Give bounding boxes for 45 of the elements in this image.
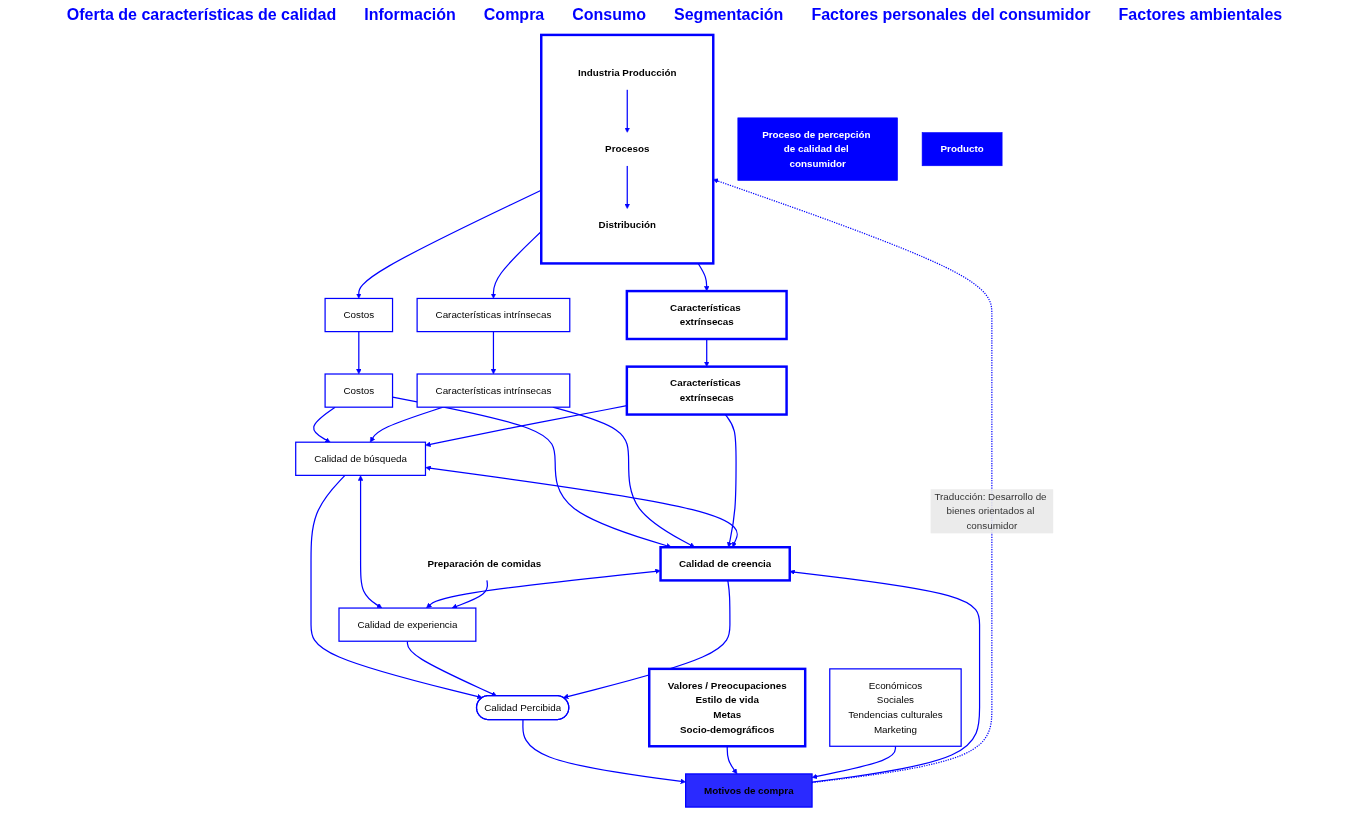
node-text: Procesos	[605, 143, 650, 155]
node-box: Calidad de creencia	[659, 546, 791, 582]
node-box: Características extrínsecas	[625, 289, 788, 341]
arrow	[313, 406, 336, 443]
arrow	[522, 719, 686, 785]
node-box: Características extrínsecas	[625, 365, 788, 416]
node-text: Industria Producción	[578, 67, 677, 78]
node-text: Distribución	[598, 219, 656, 231]
column-heading: Compra	[483, 6, 545, 24]
arrow	[310, 474, 483, 700]
node-box: Económicos Sociales Tendencias culturales Marketing	[829, 668, 962, 747]
node-box: Características intrínsecas	[416, 373, 571, 408]
arrow	[624, 88, 630, 133]
arrow	[490, 230, 542, 299]
arrow	[451, 579, 489, 609]
column-heading: Consumo	[572, 6, 647, 24]
column-heading: Segmentación	[674, 6, 784, 24]
node-box: Costos	[324, 297, 394, 333]
column-heading: Oferta de características de calidad	[66, 6, 337, 24]
arrow	[406, 640, 497, 697]
node-box: Valores / Preocupaciones Estilo de vida Metas Socio-demográficos	[648, 667, 807, 748]
arrow	[426, 568, 661, 609]
arrow	[356, 331, 362, 375]
node-box: Calidad de búsqueda	[295, 441, 427, 476]
edge-label: Traducción: Desarrollo de bienes orientados al consumidor	[934, 491, 1047, 531]
arrow	[704, 338, 710, 367]
column-heading: Factores personales del consumidor	[811, 6, 1091, 24]
node-box: Producto	[921, 132, 1003, 167]
arrow	[425, 465, 738, 548]
node-text: Preparación de comidas	[427, 558, 542, 569]
node-box: Características intrínsecas	[416, 297, 571, 333]
arrow	[490, 331, 497, 375]
node-box: Calidad de experiencia	[338, 607, 477, 642]
arrow	[624, 165, 630, 209]
arrow	[357, 475, 383, 609]
arrow	[789, 569, 981, 783]
column-heading: Información	[364, 6, 456, 24]
arrow	[356, 189, 542, 299]
column-heading: Factores ambientales	[1118, 6, 1283, 24]
node-box: Motivos de compra	[685, 773, 813, 808]
arrow	[811, 745, 897, 780]
arrow	[713, 178, 993, 784]
node-box: Proceso de percepción de calidad del consumidor	[737, 117, 898, 181]
node-box: Costos	[324, 373, 394, 408]
cluster	[540, 33, 715, 265]
